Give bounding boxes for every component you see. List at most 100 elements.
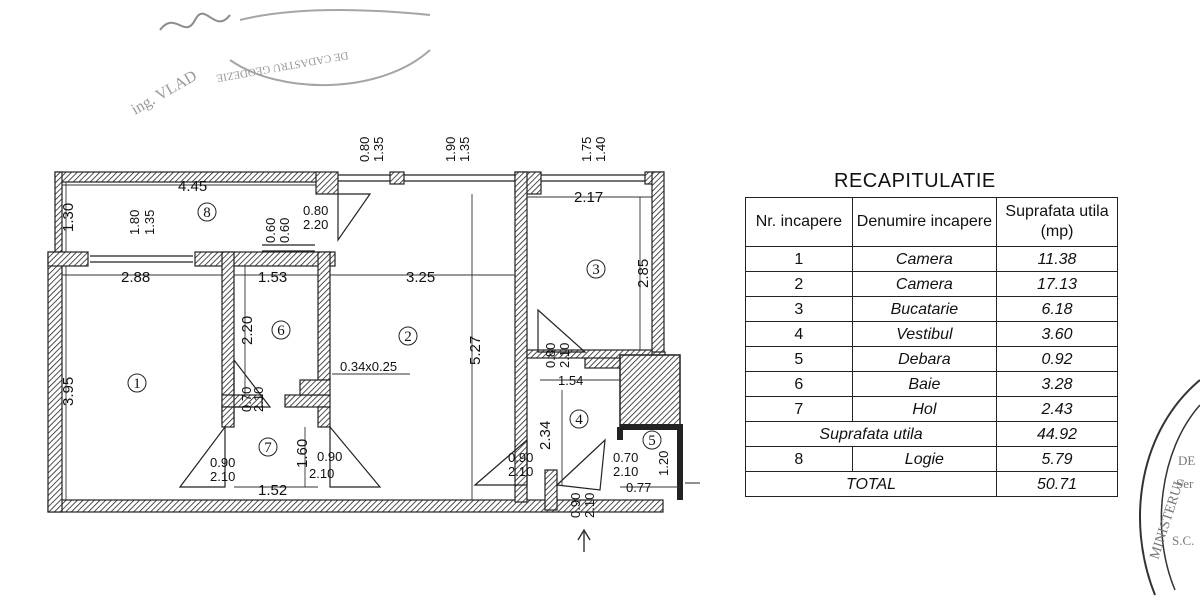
dim-win-top3-b: 1.40	[593, 137, 608, 162]
dim-r4-depth: 2.34	[537, 421, 554, 450]
dim-door5-a: 0.70	[613, 450, 638, 465]
recap-title: RECAPITULATIE	[834, 170, 996, 192]
cell-nr: 1	[745, 246, 853, 272]
windows	[90, 174, 645, 263]
svg-text:6: 6	[277, 323, 285, 339]
dim-r4-width: 1.54	[558, 373, 583, 388]
dim-door1-b: 2.10	[210, 469, 235, 484]
cell-area: 11.38	[996, 246, 1118, 272]
svg-text:8: 8	[203, 205, 211, 221]
cell-area: 5.79	[996, 446, 1118, 472]
svg-text:7: 7	[264, 440, 272, 456]
cell-area: 0.92	[996, 346, 1118, 372]
wall-r5	[617, 424, 683, 500]
door-swing-r6	[233, 358, 272, 408]
dim-hol-depth: 1.60	[294, 439, 311, 468]
dim-r6-width: 1.53	[258, 269, 287, 286]
dim-door4-a: 0.90	[508, 450, 533, 465]
cell-nr: 3	[745, 296, 853, 322]
dim-door5-b: 2.10	[613, 464, 638, 479]
room-1-label: 1	[127, 373, 147, 393]
total-label: TOTAL	[744, 471, 998, 497]
dim-door6-b: 2.10	[251, 387, 266, 412]
dim-r2-width: 3.25	[406, 269, 435, 286]
stamp-right-line1: DE	[1178, 453, 1195, 468]
room-3-label: 3	[586, 259, 606, 279]
svg-text:3: 3	[592, 262, 600, 278]
cell-name: Debara	[851, 346, 998, 372]
svg-text:1: 1	[133, 376, 141, 392]
dim-hol-width: 1.52	[258, 482, 287, 499]
wall-r1-top-a	[47, 251, 89, 267]
dim-win-logia-d: 0.60	[277, 218, 292, 243]
room-labels: 1 2 3 4 5 6 7 8	[127, 202, 662, 457]
cell-name: Logie	[851, 446, 998, 472]
cell-nr: 7	[745, 396, 853, 422]
dim-win-top1-b: 1.35	[371, 137, 386, 162]
dim-door1-a: 0.90	[210, 455, 235, 470]
cell-area: 6.18	[996, 296, 1118, 322]
dim-r5-side: 1.20	[656, 451, 671, 476]
wall-hol-post-a	[221, 406, 235, 428]
dim-door-hall4-a: 0.80	[543, 343, 558, 368]
dim-win-logia-b: 1.35	[142, 210, 157, 235]
wall-shaft	[299, 379, 331, 396]
cell-name: Vestibul	[851, 321, 998, 347]
dim-win-top2-a: 1.90	[443, 137, 458, 162]
wall-entrance-left	[544, 469, 558, 511]
dim-r1-width: 2.88	[121, 269, 150, 286]
door-swing-r4	[473, 438, 528, 486]
cell-nr: 8	[745, 446, 853, 472]
cell-name: Camera	[851, 271, 998, 297]
dim-logia-len: 4.45	[178, 178, 207, 195]
dim-logia-depth: 1.30	[60, 203, 77, 232]
entrance-arrow-icon	[577, 528, 591, 552]
wall-hol-post-b	[317, 406, 331, 428]
dim-win-logia-a: 1.80	[127, 210, 142, 235]
dim-door4-b: 2.10	[508, 464, 533, 479]
dim-win-top3-a: 1.75	[579, 137, 594, 162]
dim-door2-b: 2.10	[309, 466, 334, 481]
wall-block	[619, 354, 681, 428]
dim-shaft: 0.34x0.25	[340, 359, 397, 374]
cell-area: 2.43	[996, 396, 1118, 422]
stamp-top: ing. VLAD DE CADASTRU GEODEZIE	[129, 9, 431, 118]
wall-r1-top-b	[194, 251, 336, 267]
recap-table: Nr. incapere Denumire incapere Suprafata…	[744, 197, 1118, 497]
svg-text:5: 5	[648, 433, 656, 449]
header-name: Denumire incapere	[851, 197, 998, 247]
wall-r2-r3	[514, 171, 528, 503]
dimension-lines	[62, 182, 680, 500]
cell-area: 3.60	[996, 321, 1118, 347]
stamp-signature: ing. VLAD	[129, 67, 200, 118]
dim-r2-depth: 5.27	[467, 336, 484, 365]
total-area: 50.71	[996, 471, 1118, 497]
room-6-label: 6	[271, 320, 291, 340]
cell-nr: 6	[745, 371, 853, 397]
wall-right	[651, 171, 665, 357]
wall-r6-bottom-b	[284, 394, 331, 408]
header-area: Suprafata utila (mp)	[996, 197, 1118, 247]
dim-win-top1-a: 0.80	[357, 137, 372, 162]
header-nr: Nr. incapere	[745, 197, 853, 247]
walls	[47, 171, 666, 513]
cell-nr: 5	[745, 346, 853, 372]
cell-name: Camera	[851, 246, 998, 272]
door-swing-logia	[337, 193, 372, 242]
stamp-right-line2: Ser	[1176, 476, 1194, 491]
cell-name: Hol	[851, 396, 998, 422]
cell-area: 3.28	[996, 371, 1118, 397]
dim-r6-depth: 2.20	[239, 316, 256, 345]
dim-door6-a: 0.70	[239, 387, 254, 412]
cell-nr: 4	[745, 321, 853, 347]
svg-text:4: 4	[575, 412, 583, 428]
recap-header-row: Nr. incapere Denumire incapere Suprafata…	[745, 197, 1118, 247]
